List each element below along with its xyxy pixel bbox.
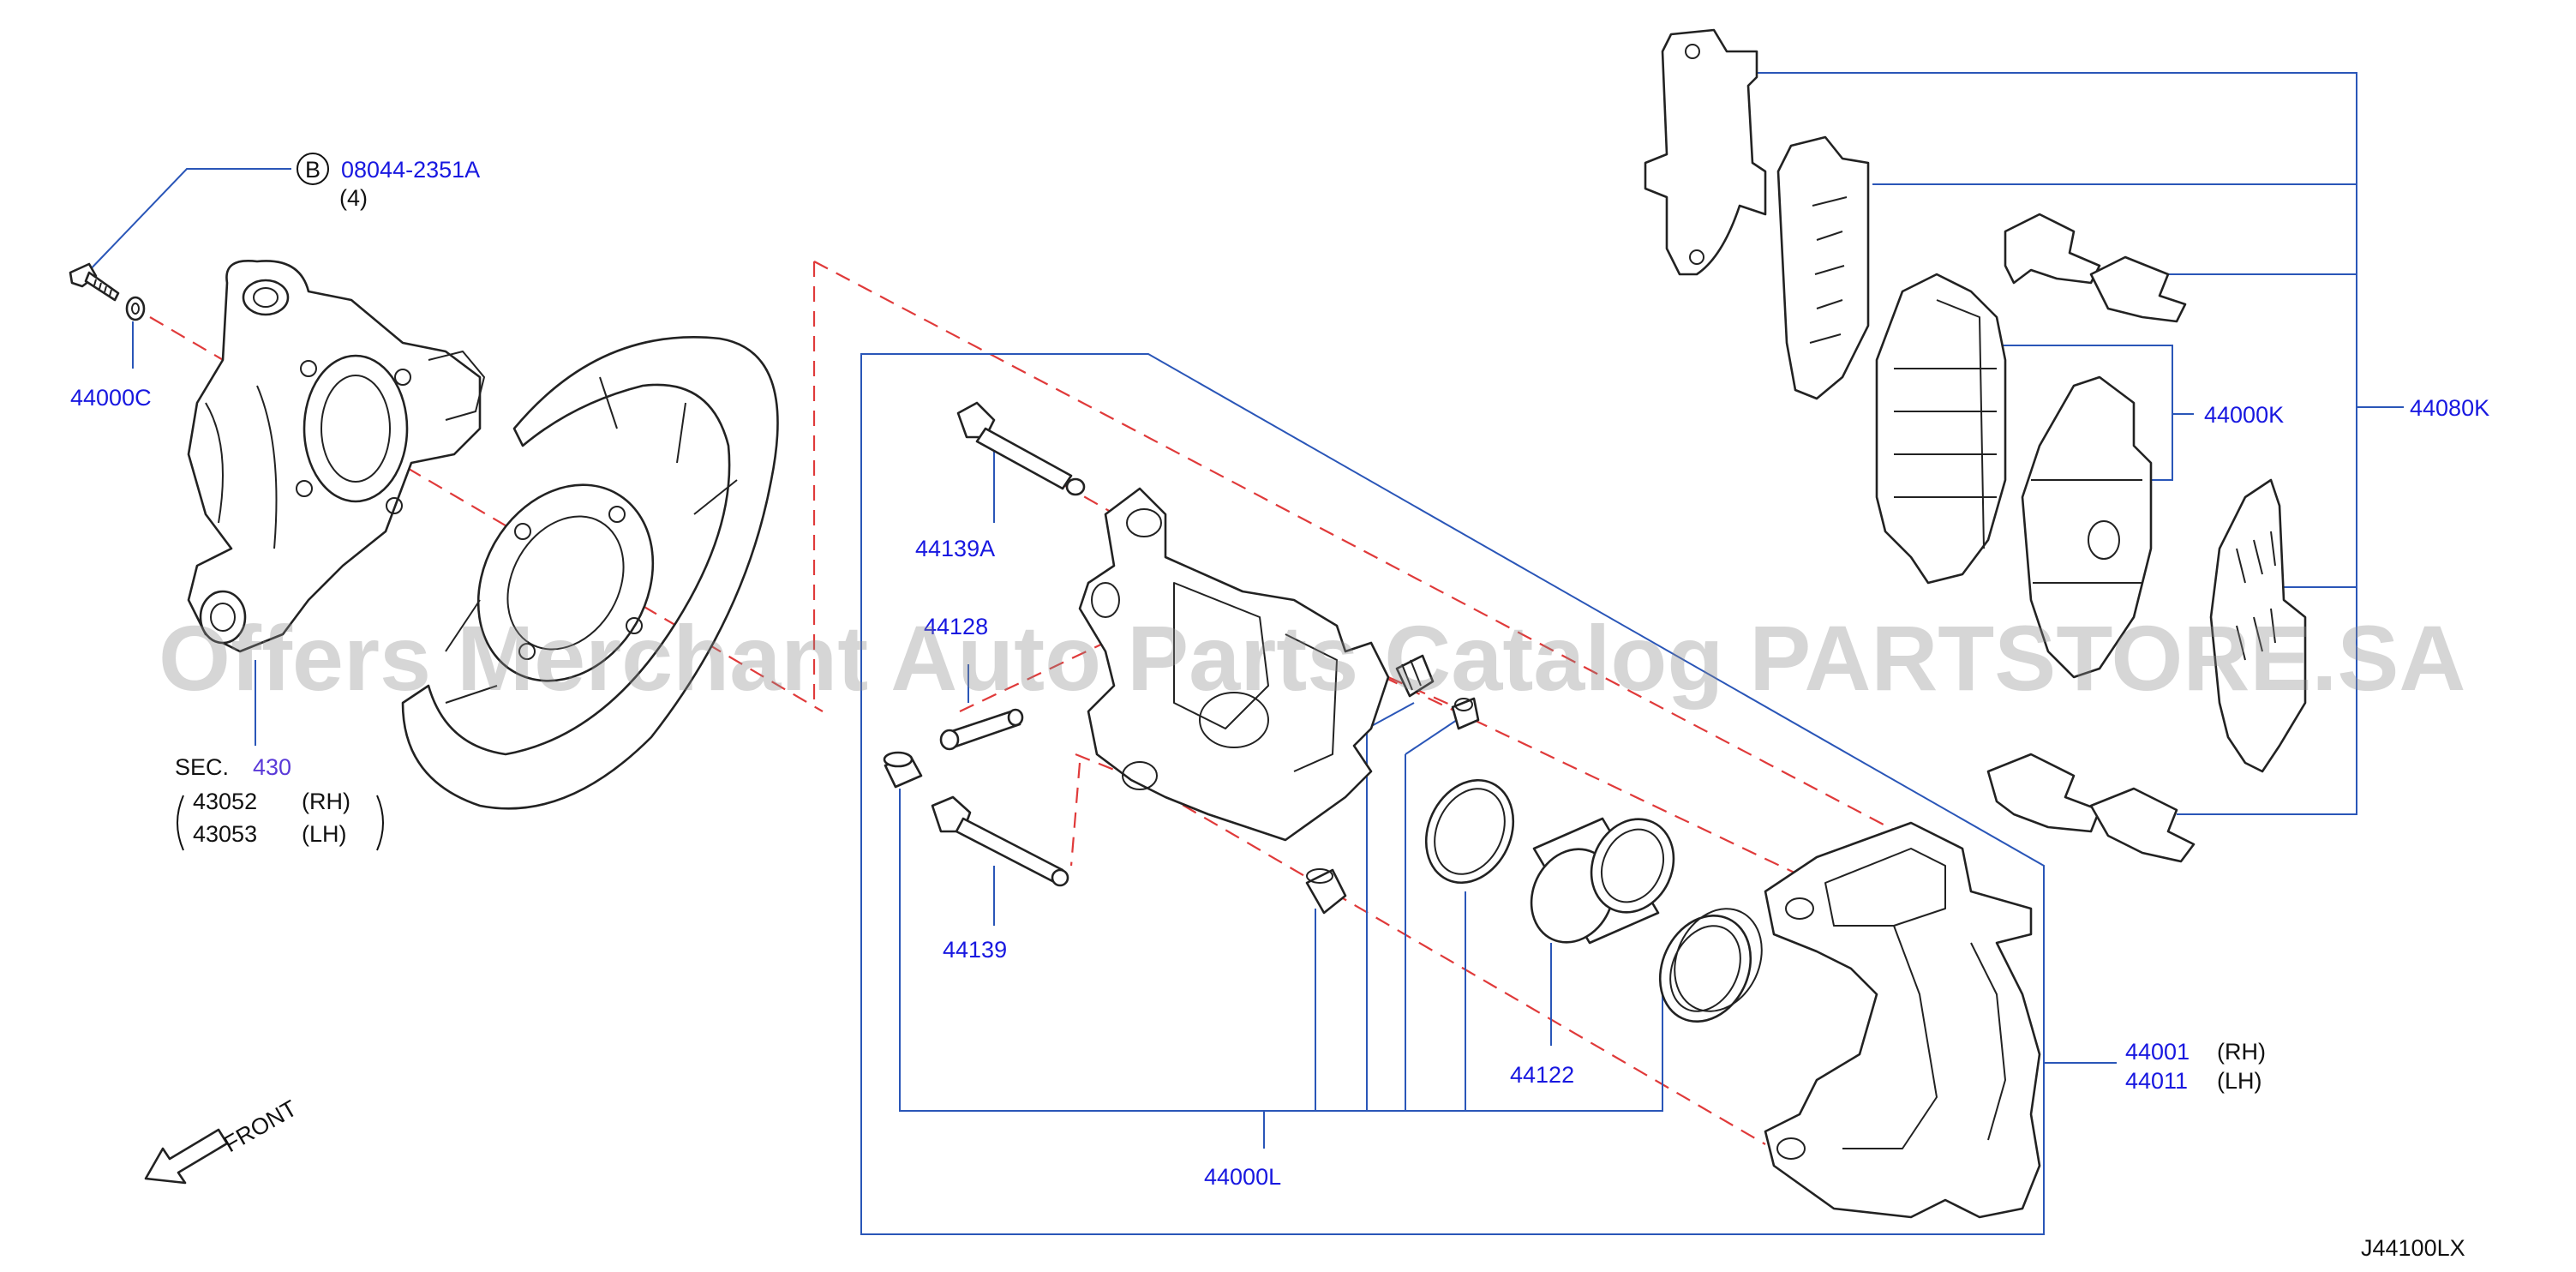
guide-pin-bolt: [931, 795, 1069, 887]
piston-boot: [1658, 908, 1763, 1023]
label-44122[interactable]: 44122: [1510, 1062, 1574, 1088]
label-44011-lh: (LH): [2217, 1068, 2262, 1094]
front-label: FRONT: [219, 1095, 302, 1157]
knuckle-bolt: [69, 262, 120, 302]
label-44128[interactable]: 44128: [924, 614, 988, 639]
labels: B 08044-2351A (4) 44000C SEC. 430 43052 …: [70, 157, 2489, 1261]
explode-line-caliper-bottom: [1139, 779, 1766, 1145]
explode-line-shield: [812, 261, 1946, 858]
pin-boot-left: [883, 751, 923, 789]
washer: [125, 296, 146, 321]
dust-shield: [401, 336, 779, 810]
label-44139[interactable]: 44139: [943, 937, 1007, 963]
label-43053-lh: (LH): [302, 821, 347, 847]
label-43052-rh: (RH): [302, 789, 350, 814]
label-44000L[interactable]: 44000L: [1204, 1164, 1281, 1190]
steering-knuckle: [187, 259, 485, 653]
brake-pad-inner: [2021, 375, 2153, 679]
paren-right: [376, 795, 384, 851]
bolt-callout-letter: B: [305, 157, 321, 183]
pad-clip-bottom: [1986, 753, 2196, 863]
explode-line-pin: [959, 633, 1123, 712]
label-44139A[interactable]: 44139A: [915, 536, 995, 561]
label-08044-2351A[interactable]: 08044-2351A: [341, 157, 480, 183]
bolt-callout-circle-icon: [297, 153, 329, 185]
label-bolt-qty: (4): [339, 185, 368, 211]
label-44011[interactable]: 44011: [2125, 1068, 2188, 1094]
explode-line-boot: [1387, 675, 1466, 713]
label-44000C[interactable]: 44000C: [70, 385, 152, 411]
pad-shim-inner: [1776, 135, 1870, 400]
pin-boot-lower: [1305, 868, 1347, 915]
paren-left: [177, 795, 184, 851]
label-43052: 43052: [193, 789, 257, 814]
leader-lines: [83, 72, 2404, 1235]
guide-pin-bolt-a: [956, 401, 1086, 496]
label-44001-rh: (RH): [2217, 1039, 2266, 1065]
label-44001[interactable]: 44001: [2125, 1039, 2190, 1065]
brake-pad-outer: [1875, 273, 2007, 585]
pad-clip-top: [2004, 213, 2187, 323]
pad-shim-outer: [1644, 28, 1767, 276]
pad-shim-right: [2209, 478, 2307, 773]
label-sec-430[interactable]: 430: [253, 754, 291, 780]
label-44000K[interactable]: 44000K: [2204, 402, 2284, 428]
bleeder-screw: [1395, 654, 1435, 698]
caliper-body: [1078, 487, 1390, 842]
label-43053: 43053: [193, 821, 257, 847]
label-44080K[interactable]: 44080K: [2410, 395, 2489, 421]
piston: [1530, 817, 1675, 945]
front-arrow-icon: [144, 1128, 229, 1185]
guide-pin: [939, 708, 1024, 751]
piston-seal: [1424, 778, 1515, 885]
caliper-bracket: [1764, 821, 2041, 1219]
label-sec-prefix: SEC.: [175, 754, 229, 780]
watermark: Offers Merchant Auto Parts Catalog PARTS…: [159, 606, 2465, 710]
bleeder-cap: [1451, 697, 1480, 730]
diagram-code: J44100LX: [2361, 1235, 2465, 1261]
